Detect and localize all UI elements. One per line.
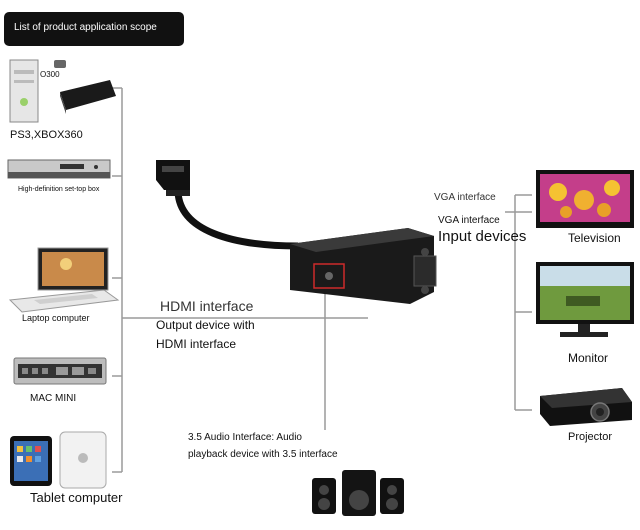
output-device-label-line1: Output device with bbox=[156, 318, 255, 332]
page-title: List of product application scope bbox=[14, 22, 157, 33]
console-label: PS3,XBOX360 bbox=[10, 129, 83, 141]
monitor-image bbox=[536, 262, 634, 337]
hdmi-interface-label: HDMI interface bbox=[160, 298, 254, 314]
input-devices-label: Input devices bbox=[438, 228, 527, 245]
game-console-image bbox=[9, 59, 116, 123]
source-bracket bbox=[112, 87, 368, 473]
hdmi-cable bbox=[156, 160, 299, 250]
title-banner bbox=[4, 12, 184, 46]
vga-interface-label: VGA interface bbox=[438, 215, 500, 226]
output-bracket bbox=[505, 194, 532, 411]
settop-box-label: High-definition set-top box bbox=[18, 186, 100, 193]
projector-label: Projector bbox=[568, 431, 613, 443]
television-label: Television bbox=[568, 231, 621, 245]
tablet-label: Tablet computer bbox=[30, 490, 123, 505]
speaker-image bbox=[312, 470, 404, 516]
vga-interface-label-top: VGA interface bbox=[434, 192, 496, 203]
projector-image bbox=[540, 388, 632, 426]
tablet-image bbox=[10, 431, 107, 489]
audio-interface-label-line1: 3.5 Audio Interface: Audio bbox=[188, 432, 302, 443]
mac-mini-image bbox=[13, 357, 107, 385]
laptop-image bbox=[8, 247, 120, 313]
settop-box-image bbox=[7, 159, 111, 179]
console-model-label: O300 bbox=[40, 70, 60, 79]
adapter-image bbox=[290, 228, 437, 304]
laptop-label: Laptop computer bbox=[22, 313, 90, 323]
output-device-label-line2: HDMI interface bbox=[156, 337, 237, 351]
mac-mini-label: MAC MINI bbox=[30, 393, 77, 404]
television-image bbox=[536, 170, 634, 228]
audio-interface-label-line2: playback device with 3.5 interface bbox=[188, 449, 338, 460]
monitor-label: Monitor bbox=[568, 351, 609, 365]
